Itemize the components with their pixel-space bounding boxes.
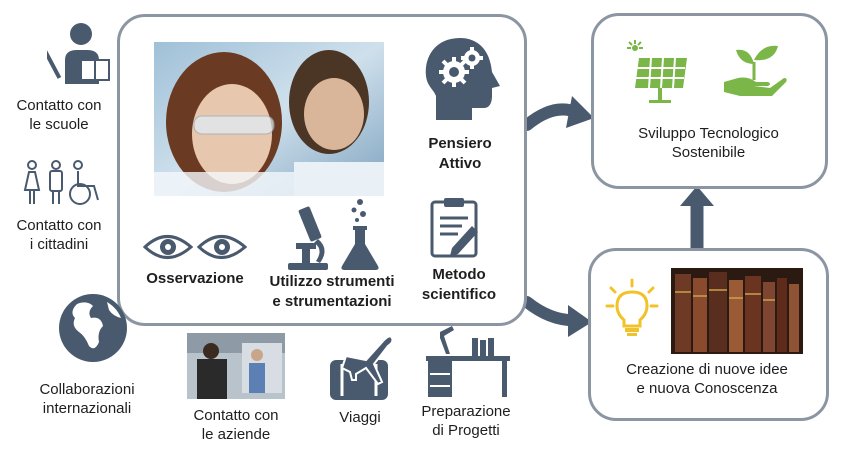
clipboard-icon — [430, 198, 478, 258]
airplane-icon — [330, 335, 394, 400]
observation-label: Osservazione — [146, 270, 244, 287]
arrow-to-sustainable-head — [566, 96, 594, 128]
eyes-icon — [143, 235, 247, 259]
arrow-to-knowledge-head — [568, 305, 592, 337]
plant-hand-icon — [724, 45, 787, 96]
travel-label: Viaggi — [339, 409, 381, 426]
lab-photo — [154, 42, 384, 196]
lightbulb-icon — [605, 278, 659, 336]
arrow-knowledge-to-sustainable-head — [680, 186, 714, 206]
head-gears-icon — [425, 38, 500, 120]
microscope-icon — [288, 206, 328, 270]
teacher-icon — [47, 23, 110, 84]
people-icon — [23, 160, 99, 205]
solar-panel-icon — [627, 40, 687, 103]
desk-icon — [426, 326, 510, 397]
globe-icon — [59, 294, 127, 362]
companies-photo — [187, 333, 285, 399]
books-photo — [671, 268, 803, 354]
flask-icon — [341, 199, 379, 270]
